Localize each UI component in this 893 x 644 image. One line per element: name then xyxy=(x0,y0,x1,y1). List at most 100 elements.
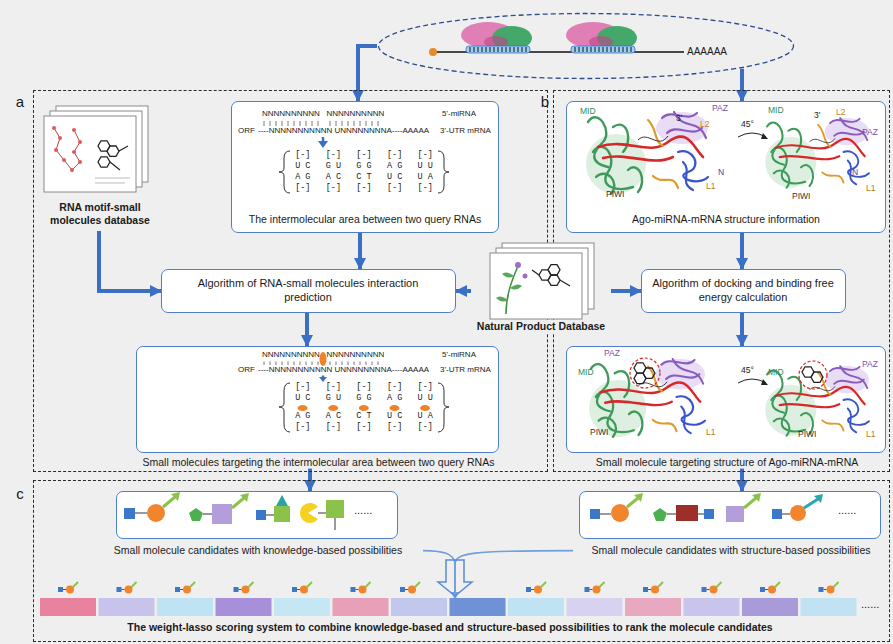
natural-product-illustration xyxy=(502,272,514,277)
box-target-decor xyxy=(389,405,399,411)
node-label: Small molecule candidates with knowledge… xyxy=(93,544,423,557)
protein-structure-illustration xyxy=(811,372,823,382)
score-bar-segments xyxy=(567,598,623,616)
domain-label: PIWI xyxy=(798,430,816,439)
polya-tail: AAAAAA xyxy=(687,46,757,58)
protein-structure-illustration xyxy=(761,133,768,139)
candidate-icons xyxy=(772,509,782,519)
sequence-text: NNNNNNNNNN NNNNNNNNNN xyxy=(262,110,384,119)
box-sequence-decor xyxy=(438,151,449,193)
ellipsis: ...... xyxy=(861,598,879,610)
candidate-icons xyxy=(266,514,274,515)
rna-database-illustration xyxy=(62,158,66,162)
candidate-icons xyxy=(163,497,175,507)
ellipse-outline xyxy=(379,14,794,79)
domain-label: PAZ xyxy=(604,349,620,358)
rna-database-illustration xyxy=(95,178,130,183)
natural-product-illustration xyxy=(523,274,528,279)
box-target-decor xyxy=(359,405,369,411)
strand-label: 3'-UTR mRNA xyxy=(440,366,491,375)
candidate-icons xyxy=(653,508,667,521)
natural-product-illustration xyxy=(490,253,582,319)
natural-product-illustration xyxy=(532,270,570,286)
candidate-icons xyxy=(698,513,704,514)
node-label: Small molecule targeting structure of Ag… xyxy=(567,456,887,469)
strand-label: ORF xyxy=(238,127,255,136)
candidate-icons xyxy=(124,492,823,530)
candidate-icons xyxy=(804,499,818,508)
protein-structure-illustration xyxy=(586,112,869,437)
domain-label: N xyxy=(852,168,858,177)
box-sequence-decor xyxy=(318,141,328,148)
score-bar-segments xyxy=(438,560,472,596)
end-label: 3' xyxy=(676,114,682,123)
candidate-icons xyxy=(147,504,165,522)
node-label: Small molecules targeting the intermolec… xyxy=(99,456,539,469)
motif-row: [-] [-] [-] [-] [-] xyxy=(295,151,433,160)
sequence-text: ----NNNNNNNNNNN UNNNNNNNNA----AAAAA xyxy=(258,127,429,136)
domain-label: N xyxy=(718,168,724,177)
domain-label: L2 xyxy=(836,108,845,117)
score-bar-segments xyxy=(333,598,389,616)
candidate-icons xyxy=(212,504,232,524)
score-bar-segments xyxy=(274,598,330,616)
score-bar-segments xyxy=(157,598,213,616)
candidate-icons xyxy=(326,500,344,518)
rna-database-illustration xyxy=(72,128,76,132)
motif-row: [-] [-] [-] [-] [-] xyxy=(295,423,433,432)
candidate-icons xyxy=(814,494,823,503)
motif-row: A G A C C T U C U A xyxy=(295,173,433,182)
candidate-icons xyxy=(676,505,698,521)
box-target-decor xyxy=(298,405,308,411)
motif-row: U C G U G G A G U U xyxy=(295,162,433,171)
mrna-illustration xyxy=(461,22,532,53)
box-target-decor xyxy=(279,383,290,432)
flow-arrow xyxy=(740,233,744,269)
rna-database-illustration xyxy=(72,150,76,154)
box-target-decor xyxy=(328,405,338,411)
process-box: Algorithm of docking and binding free en… xyxy=(641,269,846,313)
sequence-text: ----NNNNNNNNNNN UNNNNNNNNA----AAAAA xyxy=(258,366,429,375)
domain-label: PAZ xyxy=(712,104,728,113)
end-label: 3' xyxy=(814,111,820,120)
panel-letter: b xyxy=(539,93,551,111)
candidate-icons xyxy=(124,508,135,519)
node-label: Algorithm of docking and binding free en… xyxy=(651,277,836,303)
flow-arrow xyxy=(740,69,744,101)
panel-letter: a xyxy=(12,93,28,111)
natural-product-illustration xyxy=(548,265,560,275)
node-label: Ago-miRNA-mRNA structure information xyxy=(571,213,881,226)
mrna-illustration xyxy=(429,22,684,56)
rna-database-illustration xyxy=(54,148,58,152)
candidate-icons xyxy=(334,518,335,530)
rna-database-illustration xyxy=(70,168,74,172)
score-bar-segments xyxy=(40,598,96,616)
motif-row: [-] [-] [-] [-] [-] xyxy=(295,383,433,392)
score-bar-segments xyxy=(702,582,722,594)
strand-label: 5'-miRNA xyxy=(442,351,476,360)
domain-label: PIWI xyxy=(792,192,810,201)
node-label: The intermolecular area between two quer… xyxy=(236,213,494,226)
strand-label: 3'-UTR mRNA xyxy=(440,127,491,136)
candidate-icons xyxy=(189,508,203,521)
score-bar-segments xyxy=(292,582,312,594)
score-bar-segments xyxy=(526,582,546,594)
domain-label: MID xyxy=(768,106,784,115)
rna-database-illustration xyxy=(98,157,110,167)
score-bar-segments xyxy=(760,582,780,594)
flow-arrow xyxy=(740,313,744,346)
candidate-icons xyxy=(256,510,266,520)
score-bar-segments xyxy=(508,598,564,616)
flow-arrow xyxy=(358,233,362,269)
box-target-decor xyxy=(438,383,449,432)
score-bar-segments xyxy=(58,582,78,594)
candidate-icons xyxy=(590,509,600,519)
candidate-icons xyxy=(782,513,790,514)
flow-arrow xyxy=(305,313,309,346)
score-bar-segments xyxy=(351,582,371,594)
domain-label: PAZ xyxy=(862,360,878,369)
rotation-label: 45° xyxy=(741,366,754,375)
score-bar-segments xyxy=(643,582,663,594)
candidate-icons xyxy=(627,498,638,507)
candidate-icons xyxy=(744,498,756,508)
